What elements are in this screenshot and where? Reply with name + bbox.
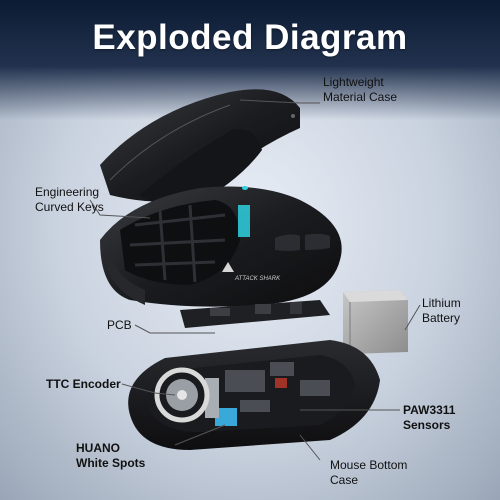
- top-case-part: [100, 89, 300, 207]
- battery-part: [343, 290, 408, 354]
- label-pcb: PCB: [107, 318, 132, 332]
- page-title: Exploded Diagram: [92, 18, 408, 57]
- bottom-case-part: [128, 340, 380, 450]
- scroll-wheel: [154, 367, 210, 423]
- label-mouse-bottom-case: Mouse Bottom Case: [330, 458, 408, 487]
- main-shell-part: ATTACK SHARK: [100, 186, 342, 307]
- label-paw3311-sensors: PAW3311 Sensors: [403, 403, 456, 432]
- callout-lines: [89, 99, 421, 461]
- huano-switch-block: [215, 408, 237, 426]
- label-lightweight-case: Lightweight Material Case: [323, 75, 398, 104]
- label-ttc-encoder: TTC Encoder: [46, 377, 121, 391]
- brand-logo-text: ATTACK SHARK: [234, 276, 281, 282]
- label-lithium-battery: Lithium Battery: [422, 296, 461, 325]
- label-curved-keys: Engineering Curved Keys: [35, 185, 104, 214]
- label-huano-white-spots: HUANO White Spots: [76, 441, 146, 470]
- brand-logo-icon: [222, 262, 234, 272]
- pcb-part: [180, 300, 330, 328]
